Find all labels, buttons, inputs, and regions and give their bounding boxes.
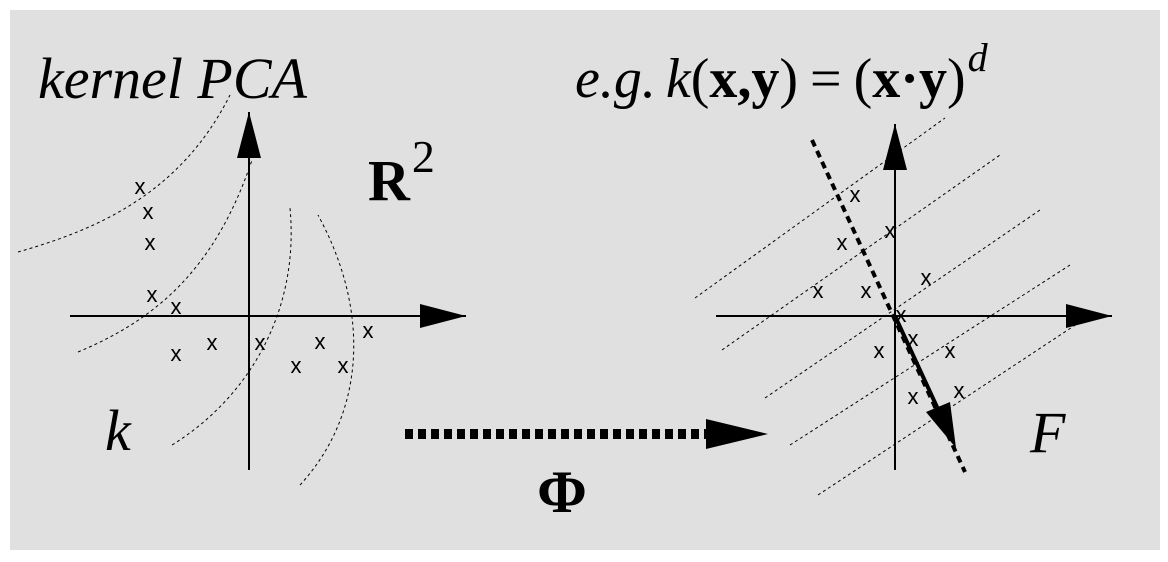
input-point: x xyxy=(338,353,349,378)
feature-point: x xyxy=(945,338,956,363)
principal-component-arrow-head xyxy=(926,402,956,448)
formula-dot-product: x·y xyxy=(872,48,947,110)
feature-point: x xyxy=(837,230,848,255)
mapping-arrow-head xyxy=(706,419,768,449)
contour-3 xyxy=(171,207,292,446)
contour-1 xyxy=(17,94,231,253)
feature-point: x xyxy=(908,326,919,351)
kernel-label: k xyxy=(105,398,132,463)
feature-contours xyxy=(694,117,1096,496)
input-space-label-base: R xyxy=(368,148,411,213)
formula-exponent: d xyxy=(968,35,989,80)
input-y-axis-arrowhead xyxy=(237,112,261,158)
input-points: x x x x x x x x x x x x xyxy=(135,174,374,378)
feature-point: x xyxy=(874,338,885,363)
feature-point: x xyxy=(850,182,861,207)
input-point: x xyxy=(143,199,154,224)
feature-contour-3 xyxy=(764,209,1041,399)
feature-axes xyxy=(716,124,1112,470)
input-point: x xyxy=(171,341,182,366)
input-point: x xyxy=(207,330,218,355)
feature-point: x xyxy=(885,218,896,243)
input-point: x xyxy=(147,282,158,307)
input-point: x xyxy=(315,329,326,354)
feature-point: x xyxy=(861,278,872,303)
input-space-panel: x x x x x x x x x x x x kernel PCA R2 k xyxy=(17,46,466,486)
feature-point: x xyxy=(896,302,907,327)
principal-component-arrow-shaft xyxy=(893,315,945,421)
input-space-label: R2 xyxy=(368,131,435,213)
input-point: x xyxy=(363,318,374,343)
input-point: x xyxy=(145,230,156,255)
formula-args: x,y xyxy=(709,48,779,110)
feature-point: x xyxy=(813,278,824,303)
feature-contour-5 xyxy=(817,311,1096,496)
input-axes xyxy=(70,112,466,470)
input-x-axis-arrowhead xyxy=(420,304,466,328)
feature-contour-4 xyxy=(789,264,1071,446)
kernel-formula: e.g.k(x,y)=(x·y)d xyxy=(575,35,989,110)
input-point: x xyxy=(171,294,182,319)
input-space-label-exponent: 2 xyxy=(412,131,435,182)
feature-contour-2 xyxy=(721,154,1001,351)
feature-x-axis-arrowhead xyxy=(1066,304,1112,328)
contour-2 xyxy=(77,159,253,353)
feature-space-panel: x x x x x x x x x x x x e.g.k(x,y)=(x·y)… xyxy=(575,35,1112,496)
feature-space-label: F xyxy=(1029,400,1066,465)
input-point: x xyxy=(255,330,266,355)
formula-prefix: e.g. xyxy=(575,48,656,110)
input-point: x xyxy=(291,353,302,378)
input-contours xyxy=(17,94,355,486)
input-point: x xyxy=(135,174,146,199)
mapping-arrow: Φ xyxy=(405,419,768,525)
mapping-label: Φ xyxy=(537,459,587,525)
feature-point: x xyxy=(954,378,965,403)
background-panel xyxy=(10,10,1160,550)
title: kernel PCA xyxy=(38,46,308,111)
formula-equals: = xyxy=(810,48,842,110)
feature-point: x xyxy=(921,265,932,290)
feature-y-axis-arrowhead xyxy=(883,124,907,170)
contour-4 xyxy=(299,214,355,486)
formula-k: k xyxy=(666,48,692,110)
feature-point: x xyxy=(908,384,919,409)
feature-points: x x x x x x x x x x x x xyxy=(813,182,965,409)
